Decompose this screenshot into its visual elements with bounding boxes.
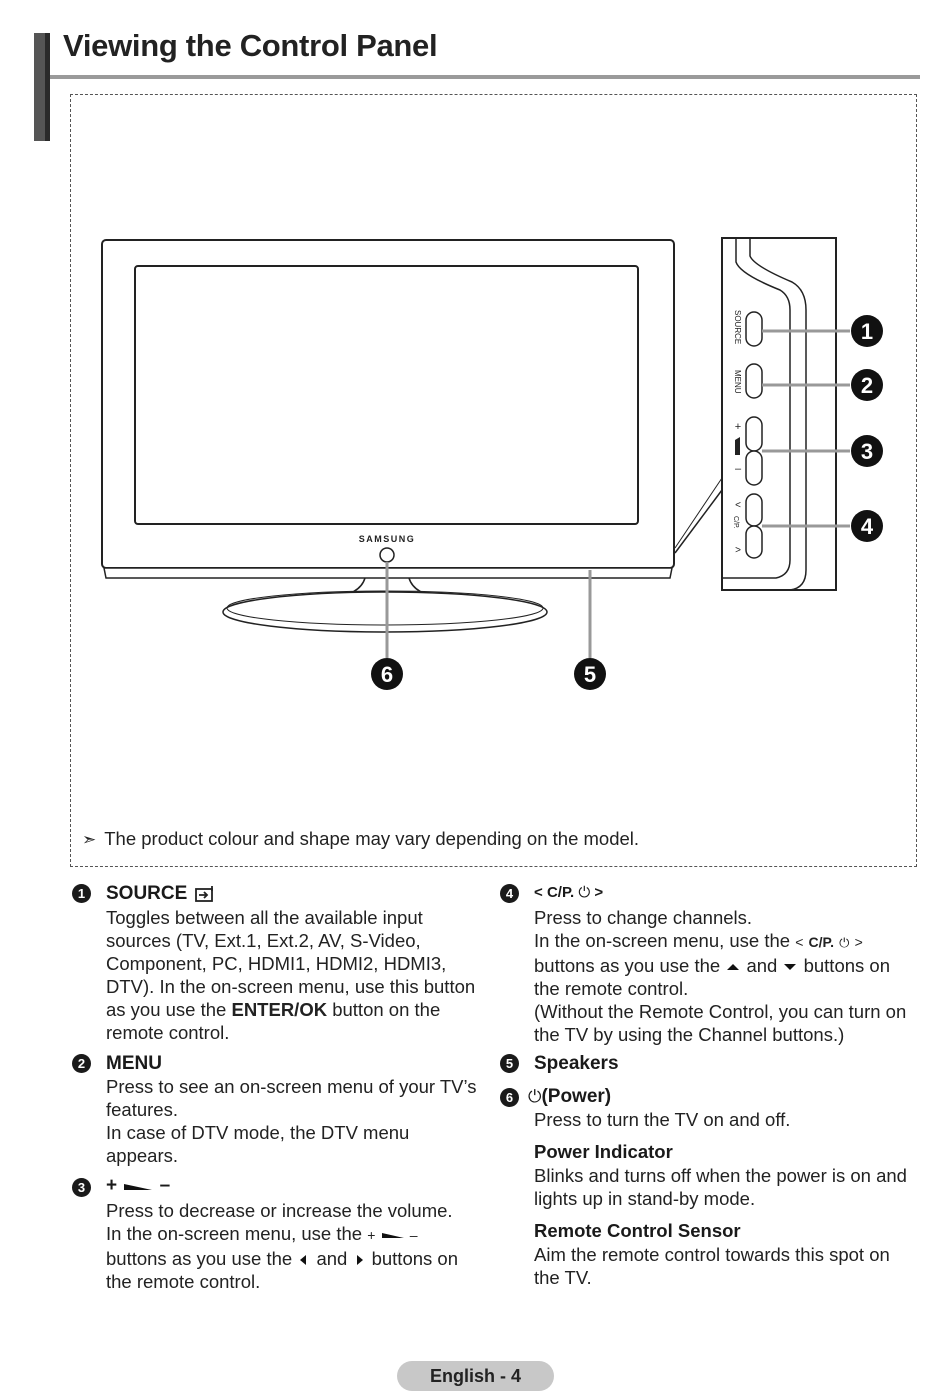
svg-text:>: > — [735, 545, 741, 556]
power-indicator-description: Blinks and turns off when the power is o… — [534, 1165, 907, 1209]
callout-4 — [851, 510, 883, 542]
note-text: The product colour and shape may vary de… — [104, 828, 640, 849]
side-panel-frame — [721, 237, 837, 591]
down-arrow-icon — [784, 964, 797, 971]
svg-text:3: 3 — [861, 439, 873, 464]
tv-screen — [134, 265, 639, 525]
svg-text:5: 5 — [584, 662, 596, 687]
side-label-vol-plus: + — [735, 421, 741, 433]
channel-description: Press to change channels. In the on-scre… — [534, 907, 907, 1045]
volume-wedge-icon — [124, 1183, 153, 1190]
page-title: Viewing the Control Panel — [63, 28, 438, 63]
power-icon: ⏻ — [528, 1087, 542, 1106]
title-accent-bar-inner — [45, 33, 50, 141]
item-head-source: SOURCE — [106, 883, 217, 905]
svg-text:<: < — [735, 500, 741, 511]
side-label-source: SOURCE — [733, 310, 742, 344]
right-arrow-icon — [357, 1255, 364, 1266]
item-number-5: 5 — [500, 1054, 519, 1073]
figure-frame — [70, 94, 917, 867]
source-icon — [194, 885, 213, 902]
menu-button-shape — [745, 363, 763, 399]
volume-down-shape — [745, 450, 763, 486]
volume-up-shape — [745, 416, 763, 452]
menu-description: Press to see an on-screen menu of your T… — [106, 1076, 477, 1166]
channel-down-shape — [745, 525, 763, 559]
item-number-2: 2 — [72, 1054, 91, 1073]
power-icon-inline: ⏻ — [839, 935, 850, 950]
power-button-shape — [379, 547, 395, 563]
source-button-shape — [745, 311, 763, 347]
note-arrow-icon: ➣ — [82, 830, 97, 849]
power-icon-small: ⏻ — [578, 884, 591, 901]
left-arrow-icon — [300, 1255, 307, 1266]
svg-text:6: 6 — [381, 662, 393, 687]
callout-2 — [851, 369, 883, 401]
item-number-1: 1 — [72, 884, 91, 903]
tv-stand-base — [222, 591, 548, 633]
svg-text:2: 2 — [861, 373, 873, 398]
remote-sensor-description: Aim the remote control towards this spot… — [534, 1244, 890, 1288]
source-description: Toggles between all the available input … — [106, 907, 476, 1043]
item-head-menu: MENU — [106, 1053, 162, 1074]
svg-text:1: 1 — [861, 319, 873, 344]
item-head-volume: + – — [106, 1175, 171, 1196]
item-head-power: ⏻(Power) — [528, 1086, 612, 1107]
side-label-channel: C/P. — [732, 516, 739, 529]
callout-6 — [371, 658, 403, 690]
item-number-3: 3 — [72, 1178, 91, 1197]
item-head-speakers: Speakers — [534, 1053, 619, 1074]
channel-up-shape — [745, 493, 763, 527]
callout-1 — [851, 315, 883, 347]
side-label-vol-minus: – — [735, 463, 742, 475]
remote-sensor-heading: Remote Control Sensor — [534, 1220, 741, 1241]
item-number-4: 4 — [500, 884, 519, 903]
up-arrow-icon — [727, 964, 740, 971]
item-number-6: 6 — [500, 1088, 519, 1107]
svg-text:4: 4 — [861, 514, 874, 539]
power-indicator-heading: Power Indicator — [534, 1141, 673, 1162]
volume-description: Press to decrease or increase the volume… — [106, 1200, 458, 1292]
side-label-menu: MENU — [733, 370, 742, 394]
title-rule — [50, 75, 920, 79]
volume-wedge-small-icon — [381, 1233, 404, 1239]
tv-illustration: SAMSUNG SOURCE MENU + – < C/P. > 1 2 — [101, 237, 883, 690]
brand-logo: SAMSUNG — [359, 534, 416, 544]
callout-5 — [574, 658, 606, 690]
model-note: ➣ The product colour and shape may vary d… — [82, 828, 639, 850]
item-head-channel: < C/P. ⏻ > — [534, 884, 604, 901]
power-description: Press to turn the TV on and off. — [534, 1109, 791, 1130]
callout-3 — [851, 435, 883, 467]
page-footer: English - 4 — [397, 1361, 554, 1391]
